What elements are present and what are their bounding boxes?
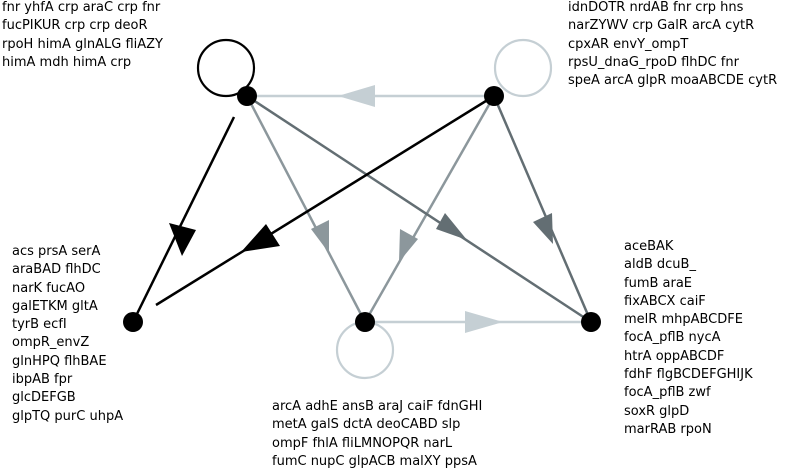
arrowhead-top-right-to-top-left [338,85,375,107]
gene-line: fumB araE [624,275,693,291]
edge-top-left-to-bottom-right [246,94,592,324]
gene-line: soxR glpD [624,403,690,419]
gene-line: narZYWV crp GalR arcA cytR [568,18,755,34]
edge-top-right-to-bottom-center [363,95,496,323]
gene-line: himA mdh himA crp [2,54,132,70]
gene-line: speA arcA glpR moaABCDE cytR [568,73,778,89]
gene-line: fdhF flgBCDEFGHIJK [624,367,753,383]
gene-line: araBAD flhDC [12,262,101,278]
self-loop-top-left [196,38,256,98]
gene-line: marRAB rpoN [624,421,712,437]
gene-label-bottom-center: arcA adhE ansB araJ caiF fdnGHI metA gal… [272,398,482,471]
gene-line: galETKM gltA [12,298,98,314]
gene-label-bottom-left: acs prsA serA araBAD flhDC narK fucAO ga… [12,243,123,426]
gene-line: glnHPQ flhBAE [12,353,107,369]
arrowhead-top-right-to-bottom-left [241,224,280,252]
gene-line: fnr yhfA crp araC crp fnr [2,0,161,15]
gene-line: focA_pflB zwf [624,385,711,401]
gene-line: fixABCX caiF [624,293,706,309]
arrowhead-top-right-to-bottom-right [533,213,553,244]
gene-label-top-left: fnr yhfA crp araC crp fnr fucPIKUR crp c… [2,0,163,72]
node-top-left [237,86,257,106]
gene-line: ompR_envZ [12,335,90,351]
gene-line: tyrB ecfI [12,317,67,333]
gene-line: arcA adhE ansB araJ caiF fdnGHI [272,399,483,414]
arrowhead-top-left-to-bottom-left [169,223,196,256]
gene-line: melR mhpABCDFE [624,312,743,328]
gene-line: glcDEFGB [12,390,76,406]
gene-label-top-right: idnDOTR nrdAB fnr crp hns narZYWV crp Ga… [568,0,777,90]
gene-label-bottom-right: aceBAK aldB dcuB_ fumB araE fixABCX caiF… [624,238,753,439]
arrowhead-top-left-to-bottom-right [436,213,467,240]
arrowhead-top-left-to-bottom-center [311,220,329,253]
gene-line: acs prsA serA [12,244,101,259]
gene-line: narK fucAO [12,280,86,296]
edge-top-left-to-bottom-center [245,95,367,323]
edge-top-left-to-bottom-left [131,116,236,323]
gene-line: fucPIKUR crp crp deoR [2,18,148,34]
arrowhead-bottom-center-to-bottom-right [465,311,503,333]
gene-line: glpTQ purC uhpA [12,408,124,424]
gene-line: ibpAB fpr [12,372,73,388]
node-bottom-right [581,312,601,332]
gene-line: aldB dcuB_ [624,257,696,273]
gene-line: rpsU_dnaG_rpoD flhDC fnr [568,54,739,70]
gene-line: focA_pflB nycA [624,330,721,346]
arrowhead-top-right-to-bottom-center [399,229,418,262]
gene-line: idnDOTR nrdAB fnr crp hns [568,0,744,15]
node-bottom-center [355,312,375,332]
gene-line: aceBAK [624,239,674,254]
edge-top-right-to-bottom-right [492,95,593,323]
gene-line: cpxAR envY_ompT [568,36,689,52]
gene-line: ompF fhlA fliLMNOPQR narL [272,435,453,451]
edge-top-right-to-bottom-left [155,94,495,307]
gene-line: htrA oppABCDF [624,348,725,364]
gene-line: rpoH himA glnALG fliAZY [2,36,163,52]
node-bottom-left [123,312,143,332]
gene-line: metA galS dctA deoCABD slp [272,417,461,433]
node-top-right [484,86,504,106]
gene-line: fumC nupC glpACB malXY ppsA [272,453,477,469]
self-loop-top-right [493,38,553,98]
